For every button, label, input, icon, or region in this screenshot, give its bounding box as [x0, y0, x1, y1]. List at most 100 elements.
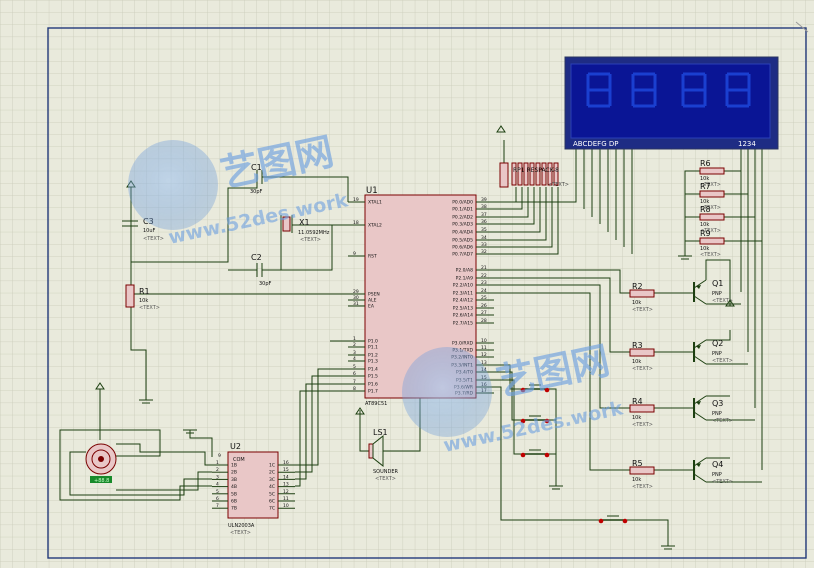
q-arrow	[696, 401, 701, 405]
mcu-pin-num: 30	[353, 295, 359, 301]
resistor-r7[interactable]: R7 10k <TEXT>	[699, 182, 725, 211]
lcd-display[interactable]: ABCDEFG DP 1234	[564, 56, 779, 150]
watermark-globe-icon-2	[402, 347, 492, 437]
q2-type: PNP	[712, 351, 722, 357]
u2-pin-name: 1B	[231, 463, 237, 469]
resnet-element	[523, 162, 529, 186]
resistor-r8[interactable]: R8 10k <TEXT>	[699, 205, 725, 234]
mcu-pin-num: 32	[481, 249, 487, 255]
mcu-pin-num: 24	[481, 288, 487, 294]
ls1-text: <TEXT>	[375, 476, 396, 482]
mcu-pin-name: P2.7/A15	[453, 321, 473, 327]
mcu-pin-name: P0.0/AD0	[452, 200, 473, 206]
resnet-element	[529, 162, 535, 186]
q4-type: PNP	[712, 472, 722, 478]
u2-pin-num: 12	[283, 489, 289, 495]
wire	[494, 187, 547, 241]
resistor-r6[interactable]: R6 10k <TEXT>	[699, 159, 725, 188]
c1-value: 30pF	[250, 189, 263, 195]
button-pin	[544, 452, 550, 458]
push-buttons[interactable]	[520, 384, 628, 524]
u2-pin-name: 4C	[269, 484, 275, 490]
q1-text: <TEXT>	[712, 298, 733, 304]
transistor-q3[interactable]: Q3 PNP <TEXT>	[693, 395, 733, 424]
transistor-q1[interactable]: Q1 PNP <TEXT>	[693, 279, 733, 305]
q4-text: <TEXT>	[712, 479, 733, 485]
mcu-pin-name: P1.1	[368, 345, 378, 351]
u2-com: COM	[233, 457, 245, 463]
mcu-pin-num: 33	[481, 242, 487, 248]
mcu-pin-num: 34	[481, 235, 487, 241]
mcu-pin-num: 21	[481, 265, 487, 271]
resistor-r2[interactable]: R2 10k <TEXT>	[629, 282, 655, 313]
q1-type: PNP	[712, 291, 722, 297]
q2-ref: Q2	[712, 339, 723, 348]
transistor-q2[interactable]: Q2 PNP <TEXT>	[693, 339, 733, 365]
sounder-ls1[interactable]: LS1 SOUNDER <TEXT>	[368, 428, 399, 482]
sheet-border	[47, 27, 807, 559]
q1-ref: Q1	[712, 279, 723, 288]
wire	[494, 364, 523, 390]
mcu-pin-name: P0.1/AD1	[452, 207, 473, 213]
c2-ref: C2	[251, 253, 262, 262]
u2-pin-name: 2C	[269, 470, 275, 476]
mcu-pin-num: 35	[481, 227, 487, 233]
q-arrow	[696, 345, 701, 349]
r5-ref: R5	[632, 459, 643, 468]
button-pin	[520, 387, 526, 393]
ls1-ref: LS1	[373, 428, 388, 437]
r5-text: <TEXT>	[632, 484, 653, 490]
u2-pin-name: 3B	[231, 477, 237, 483]
power-icon	[496, 125, 506, 133]
r3-text: <TEXT>	[632, 366, 653, 372]
transistor-q4[interactable]: Q4 PNP <TEXT>	[693, 457, 733, 485]
resistor-pack-rp1[interactable]: RP1 RESPACK-8 <TEXT>	[499, 162, 569, 188]
r1-value: 10k	[139, 298, 148, 304]
c2-value: 30pF	[259, 281, 272, 287]
r5-value: 10k	[632, 477, 641, 483]
button-pin	[544, 387, 550, 393]
u2-pin-num: 5	[216, 489, 219, 495]
wire	[494, 371, 523, 421]
q-emitter	[693, 395, 707, 405]
resistor-r4[interactable]: R4 10k <TEXT>	[629, 397, 655, 428]
stepper-motor[interactable]: +88.8	[85, 443, 117, 484]
u2-com-pin: 9	[218, 453, 221, 459]
mcu-pin-name: P1.3	[368, 359, 378, 365]
resistor-r5[interactable]: R5 10k <TEXT>	[629, 459, 655, 490]
capacitor-c2[interactable]: C2 30pF	[251, 253, 272, 287]
u2-pin-name: 3C	[269, 477, 275, 483]
u2-pin-name: 5C	[269, 491, 275, 497]
q-collector	[693, 295, 707, 305]
u2-pin-num: 3	[216, 474, 219, 480]
q-arrow	[696, 285, 701, 289]
resistor-r1[interactable]: R1 10k <TEXT>	[125, 284, 160, 311]
resistor-r3[interactable]: R3 10k <TEXT>	[629, 341, 655, 372]
resistor-r9[interactable]: R9 10k <TEXT>	[699, 229, 725, 258]
r3-ref: R3	[632, 341, 643, 350]
mcu-pin-num: 5	[353, 364, 356, 370]
mcu-pin-num: 1	[353, 336, 356, 342]
mcu-pin-name: P2.5/A13	[453, 306, 473, 312]
mcu-pin-name: XTAL2	[368, 223, 382, 229]
wire	[684, 170, 700, 256]
crystal-x1[interactable]: X1 11.0592MHz <TEXT>	[280, 215, 330, 243]
r8-value: 10k	[700, 222, 709, 228]
u2-pin-num: 1	[216, 460, 219, 466]
q3-text: <TEXT>	[712, 418, 733, 424]
q-arrow	[696, 463, 701, 467]
resistor-pack-text: <TEXT>	[548, 182, 569, 188]
mcu-pin-num: 19	[353, 197, 359, 203]
wire	[625, 519, 669, 546]
wire	[262, 176, 349, 202]
mcu-pin-name: P2.0/A8	[456, 268, 473, 274]
capacitor-c1[interactable]: C1 30pF	[250, 163, 263, 195]
mcu-pin-name: P0.5/AD5	[452, 238, 473, 244]
wire	[131, 184, 258, 263]
r2-ref: R2	[632, 282, 643, 291]
r4-text: <TEXT>	[632, 422, 653, 428]
ls1-value: SOUNDER	[373, 469, 399, 475]
mcu-pin-num: 38	[481, 204, 487, 210]
